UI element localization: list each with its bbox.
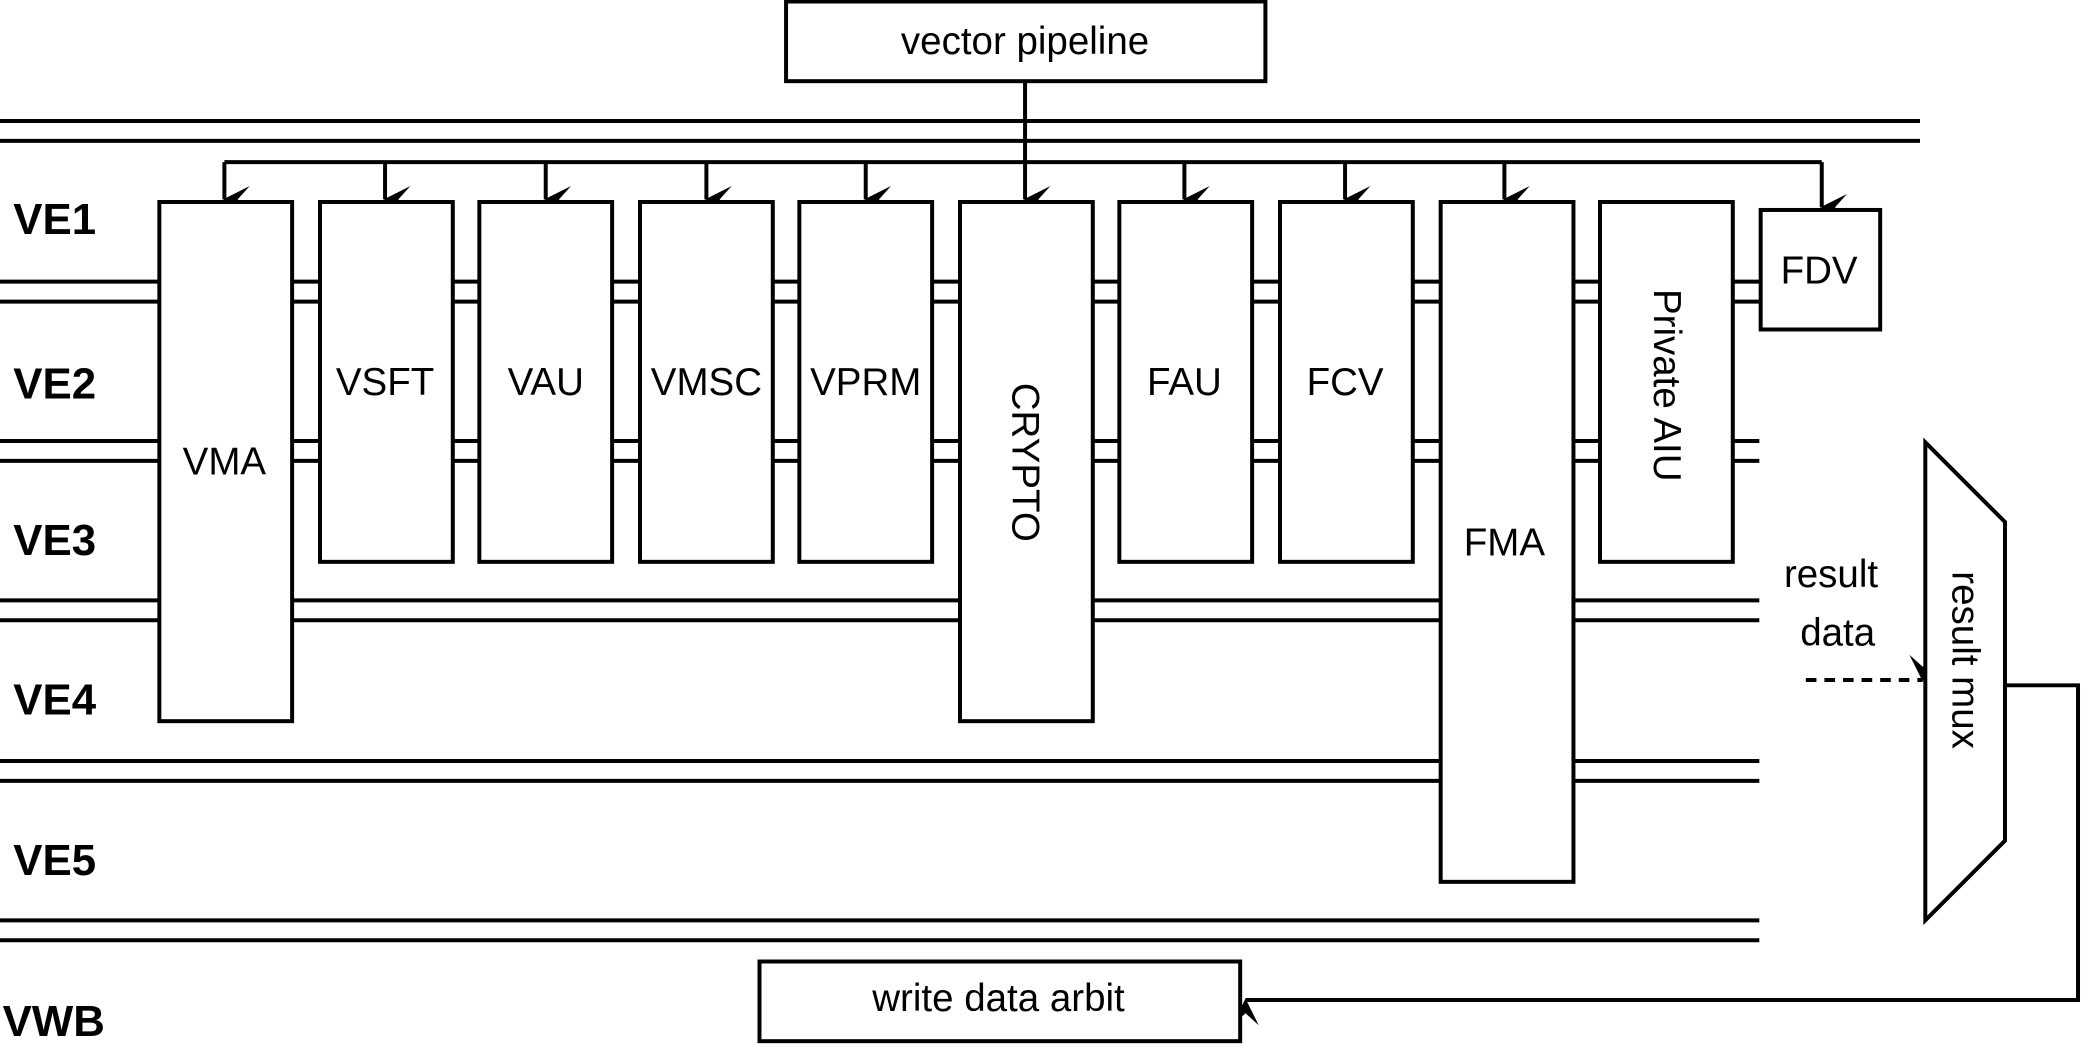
stage-label-ve3: VE3 bbox=[13, 516, 96, 565]
stage-labels: VE1 VE2 VE3 VE4 VE5 VWB bbox=[3, 195, 105, 1044]
unit-vsft: VSFT bbox=[318, 200, 455, 564]
unit-label: FMA bbox=[1464, 522, 1546, 565]
unit-label: FAU bbox=[1147, 361, 1222, 404]
unit-vma: VMA bbox=[157, 200, 295, 724]
stage-label-ve2: VE2 bbox=[13, 360, 96, 409]
unit-box bbox=[477, 200, 615, 564]
unit-crypto: CRYPTO bbox=[958, 200, 1095, 724]
unit-box bbox=[318, 200, 455, 564]
vector-pipeline-label: vector pipeline bbox=[901, 20, 1149, 63]
unit-label: VPRM bbox=[810, 361, 921, 404]
unit-box bbox=[1278, 200, 1415, 564]
unit-box bbox=[1598, 200, 1735, 564]
dispatch-arrows bbox=[222, 162, 1847, 221]
unit-label: VMA bbox=[183, 441, 267, 484]
unit-label: VMSC bbox=[651, 361, 762, 404]
unit-box bbox=[1117, 200, 1255, 564]
unit-label: VSFT bbox=[336, 361, 434, 404]
unit-label: Private AIU bbox=[1645, 289, 1688, 482]
result-data-label-line1: result bbox=[1784, 553, 1878, 596]
stage-label-ve1: VE1 bbox=[13, 195, 96, 244]
result-mux-label: result mux bbox=[1944, 571, 1987, 749]
unit-fma: FMA bbox=[1438, 200, 1576, 884]
unit-box bbox=[797, 200, 935, 564]
unit-private-aiu: Private AIU bbox=[1598, 200, 1735, 564]
stage-label-ve4: VE4 bbox=[13, 676, 96, 725]
unit-vprm: VPRM bbox=[797, 200, 935, 564]
unit-box bbox=[1758, 207, 1883, 332]
unit-fdv: FDV bbox=[1758, 207, 1883, 332]
mux-to-write-arrow bbox=[1232, 683, 2081, 1026]
write-data-arbit-block: write data arbit bbox=[757, 959, 1243, 1044]
unit-vau: VAU bbox=[477, 200, 615, 564]
unit-box bbox=[1438, 200, 1576, 884]
unit-label: FDV bbox=[1781, 250, 1858, 293]
unit-box bbox=[638, 200, 775, 564]
unit-box bbox=[157, 200, 295, 724]
unit-box bbox=[958, 200, 1095, 724]
unit-fcv: FCV bbox=[1278, 200, 1415, 564]
result-mux: result mux bbox=[1923, 437, 2007, 926]
stage-label-vwb: VWB bbox=[3, 997, 105, 1044]
vector-pipeline-block: vector pipeline bbox=[784, 0, 1268, 84]
unit-vmsc: VMSC bbox=[638, 200, 775, 564]
write-data-arbit-label: write data arbit bbox=[871, 977, 1125, 1020]
stage-label-ve5: VE5 bbox=[13, 836, 96, 885]
unit-fau: FAU bbox=[1117, 200, 1255, 564]
unit-label: CRYPTO bbox=[1004, 383, 1047, 542]
execution-units: VMA VSFT VAU VMSC VPRM CRYPTO FAU FCV FMA Private… bbox=[157, 200, 1883, 884]
unit-label: VAU bbox=[508, 361, 584, 404]
result-data-label-line2: data bbox=[1800, 611, 1876, 654]
unit-label: FCV bbox=[1307, 361, 1384, 404]
